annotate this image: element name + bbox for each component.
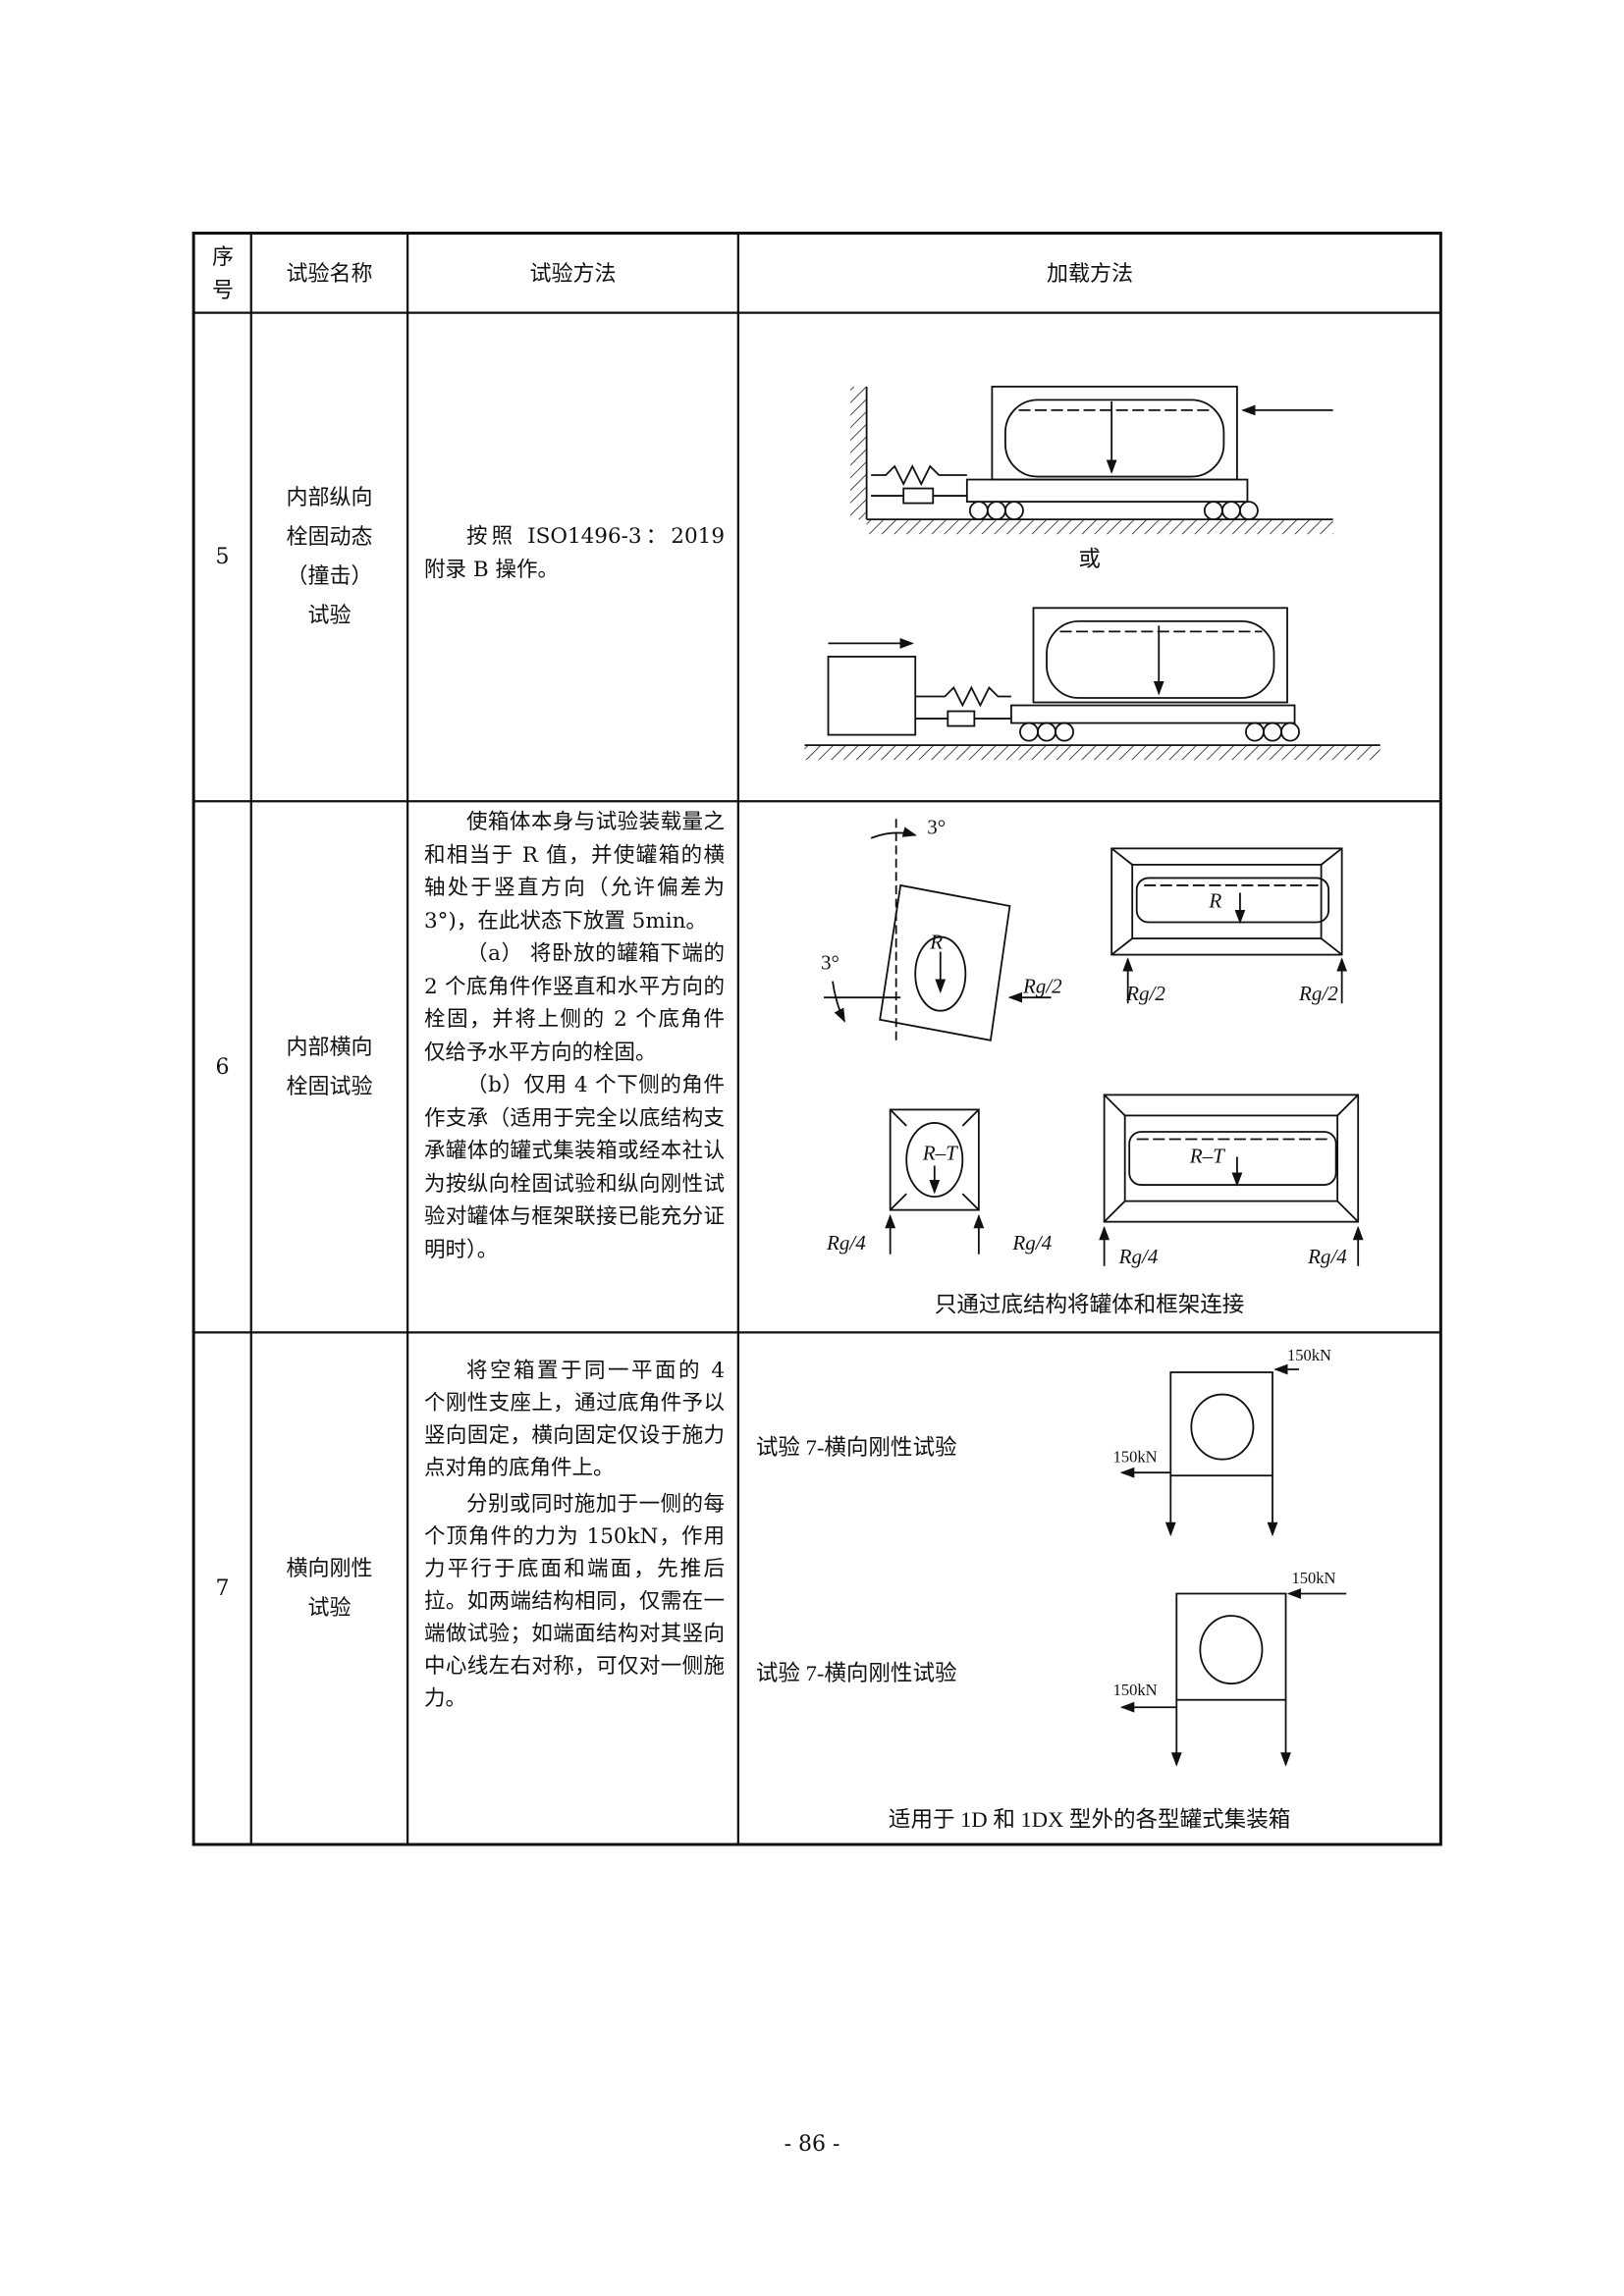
row7-caption: 适用于 1D 和 1DX 型外的各型罐式集装箱 [889, 1807, 1290, 1832]
force-label: 150kN [1113, 1681, 1158, 1699]
rigidity-diagram [1119, 1363, 1347, 1767]
table-grid [191, 232, 1442, 1846]
angle-left-label: 3° [821, 951, 839, 975]
test-label-2: 试验 7-横向刚性试验 [756, 1661, 957, 1685]
rg4-label: Rg/4 [1118, 1245, 1159, 1268]
rg4-label: Rg/4 [1011, 1231, 1052, 1255]
or-label: 或 [1078, 547, 1101, 571]
row-no: 6 [215, 1054, 230, 1080]
load-rt-label: R–T [1189, 1145, 1225, 1168]
angle-top-label: 3° [927, 815, 946, 838]
load-r-label: R [929, 931, 943, 954]
test-method: 使箱体本身与试验装载量之和相当于 R 值，并使罐箱的横轴处于竖直方向（允许偏差为… [424, 810, 725, 1262]
test-name: 横向刚性试验 [286, 1557, 373, 1621]
rg2-label: Rg/2 [1022, 975, 1062, 998]
force-label: 150kN [1113, 1448, 1158, 1467]
rg4-label: Rg/4 [1307, 1245, 1347, 1268]
test-label-1: 试验 7-横向刚性试验 [756, 1435, 957, 1460]
load-r-label: R [1208, 888, 1221, 912]
test-name: 内部纵向栓固动态（撞击）试验 [286, 486, 373, 628]
row6-caption: 只通过底结构将罐体和框架连接 [935, 1292, 1244, 1316]
transverse-diagram [824, 819, 1364, 1266]
row-no: 5 [215, 545, 230, 569]
rg2-label: Rg/2 [1125, 982, 1165, 1005]
header-name: 试验名称 [286, 261, 373, 287]
row-no: 7 [215, 1576, 230, 1601]
load-rt-label: R–T [922, 1142, 958, 1165]
header-loading: 加载方法 [1046, 261, 1133, 287]
test-method: 按照 ISO1496-3：2019 附录 B 操作。 [424, 524, 725, 582]
test-name: 内部横向栓固试验 [286, 1035, 373, 1099]
rg4-label: Rg/4 [826, 1231, 866, 1255]
impact-diagram-mass [804, 607, 1380, 761]
rg2-label: Rg/2 [1298, 982, 1338, 1005]
test-method: 将空箱置于同一平面的 4 个刚性支座上，通过底角件予以竖向固定，横向固定仅设于施… [424, 1359, 725, 1711]
header-no: 序号 [211, 244, 234, 303]
force-label: 150kN [1292, 1569, 1336, 1587]
header-method: 试验方法 [529, 261, 617, 287]
page-number: - 86 - [784, 2132, 840, 2157]
impact-diagram-wall [850, 385, 1333, 535]
force-label: 150kN [1287, 1346, 1331, 1364]
